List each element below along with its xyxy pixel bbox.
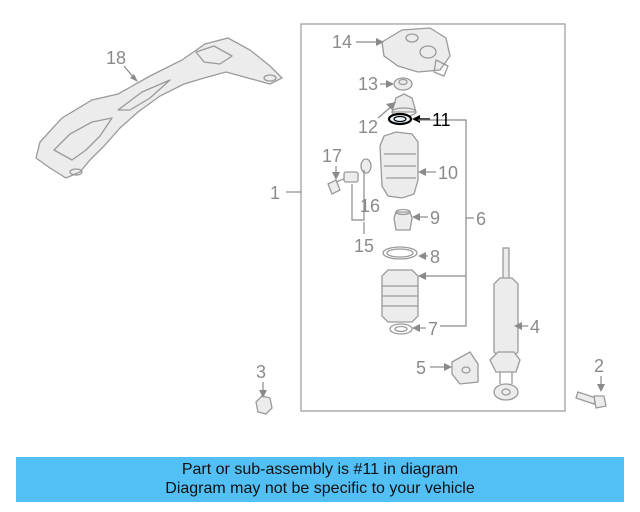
- part-2-bolt: [575, 391, 607, 409]
- part-18-subframe: [35, 37, 284, 179]
- callout-10: 10: [438, 163, 458, 183]
- callout-6: 6: [476, 209, 486, 229]
- callout-17: 17: [322, 146, 342, 166]
- callout-1: 1: [270, 183, 280, 203]
- part-4-shock-absorber: [489, 247, 521, 401]
- banner-line-1: Part or sub-assembly is #11 in diagram: [181, 461, 459, 478]
- assembly-frame: [300, 23, 566, 412]
- callout-18: 18: [106, 48, 126, 68]
- callout-13: 13: [358, 74, 378, 94]
- callout-5: 5: [416, 358, 426, 378]
- part-7-washer: [389, 323, 413, 335]
- parts-diagram: 14 13 12 11 10 9 8 7 6 4 5 1 17 16 15 18…: [35, 23, 607, 415]
- callout-11: 11: [432, 110, 451, 130]
- callout-14: 14: [332, 32, 352, 52]
- part-5-bracket: [451, 351, 479, 385]
- part-16-connector: [343, 158, 372, 183]
- part-13-nut: [393, 77, 413, 91]
- info-banner: Part or sub-assembly is #11 in diagram D…: [16, 457, 624, 502]
- part-3-nut: [255, 395, 273, 415]
- callout-2: 2: [594, 356, 604, 376]
- part-9-bump-stop: [393, 208, 413, 231]
- callout-9: 9: [430, 208, 440, 228]
- part-12-cap: [391, 93, 417, 117]
- banner-line-2: Diagram may not be specific to your vehi…: [165, 480, 475, 497]
- callout-12: 12: [358, 117, 378, 137]
- part-6-dust-boot: [381, 269, 419, 323]
- callout-8: 8: [430, 247, 440, 267]
- part-10-air-spring: [379, 131, 419, 199]
- callout-3: 3: [256, 362, 266, 382]
- callout-7: 7: [428, 319, 438, 339]
- part-8-ring: [382, 246, 418, 260]
- callout-16: 16: [360, 196, 380, 216]
- leader-lines: [123, 38, 605, 398]
- part-11-seal-ring: [387, 112, 413, 126]
- callout-15: 15: [354, 236, 374, 256]
- callout-4: 4: [530, 317, 540, 337]
- callout-labels: 14 13 12 11 10 9 8 7 6 4 5 1 17 16 15 18…: [106, 32, 604, 382]
- part-14-upper-mount: [381, 27, 451, 77]
- part-17-fitting: [327, 177, 347, 195]
